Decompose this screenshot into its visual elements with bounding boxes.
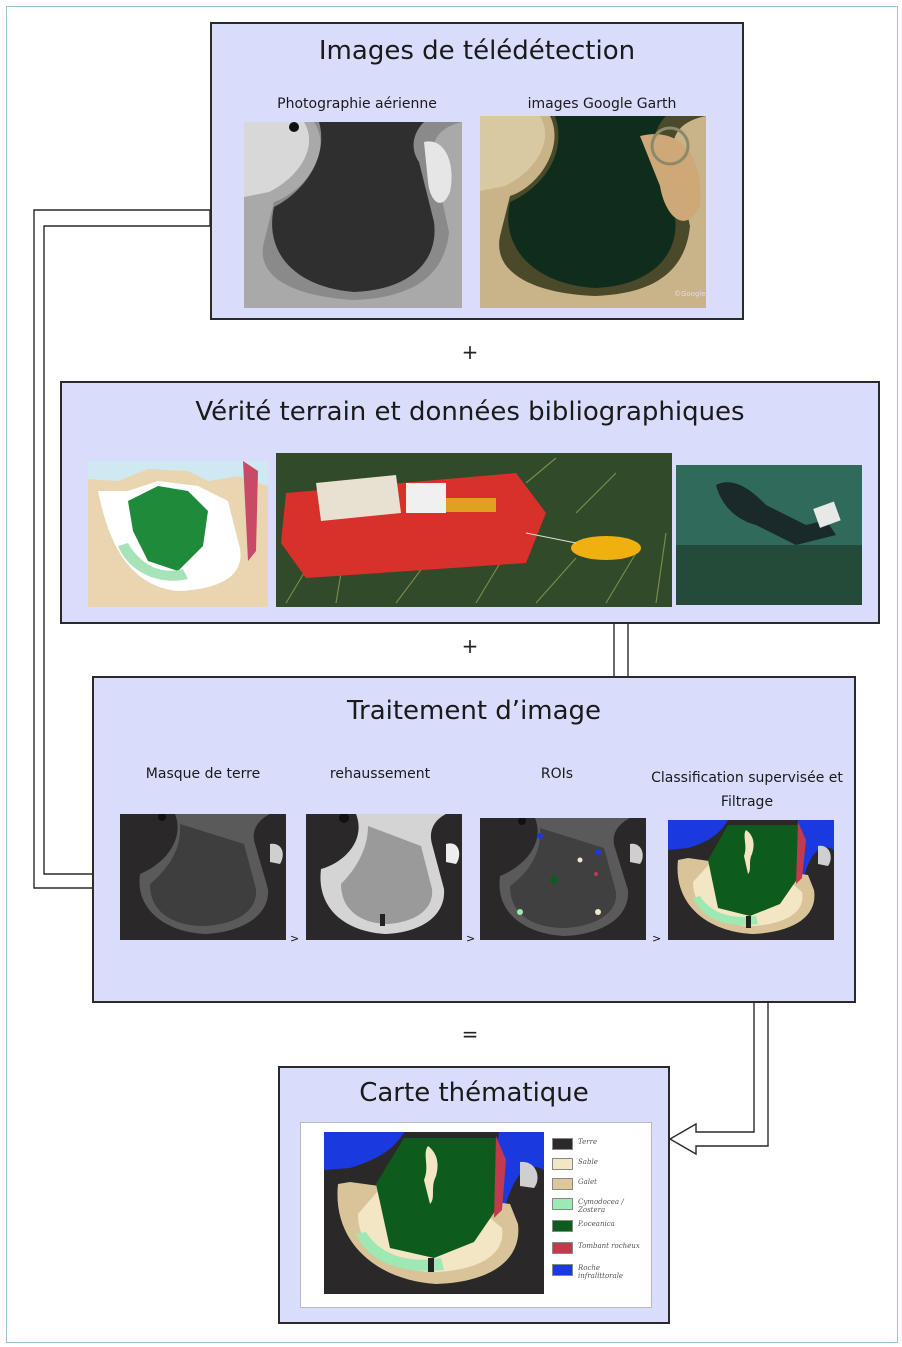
aerial-photo-image xyxy=(244,122,462,308)
google-earth-image xyxy=(480,116,706,308)
field-truth-title: Vérité terrain et données bibliographiqu… xyxy=(62,397,878,427)
enhancement-image xyxy=(306,814,462,940)
thematic-map-title: Carte thématique xyxy=(280,1078,668,1108)
legend-label: P.oceanica xyxy=(578,1220,640,1228)
step-separator-1: > xyxy=(290,932,299,945)
bibliographic-map-image xyxy=(88,461,268,607)
step-label-enhancement: rehaussement xyxy=(300,766,460,782)
legend-label: Terre xyxy=(578,1138,640,1146)
google-watermark: ©Google xyxy=(674,290,706,298)
step-label-classification: Classification supervisée et Filtrage xyxy=(642,766,852,814)
image-processing-box: Traitement d’image Masque de terre rehau… xyxy=(92,676,856,1003)
thematic-map-box: Carte thématique xyxy=(278,1066,670,1324)
diver-image xyxy=(676,465,862,605)
aerial-photo-label: Photographie aérienne xyxy=(252,96,462,112)
legend-label: Tombant rocheux xyxy=(578,1242,640,1250)
legend-label: Galet xyxy=(578,1178,640,1186)
survey-raft-image xyxy=(276,453,672,607)
step-separator-2: > xyxy=(466,932,475,945)
field-truth-box: Vérité terrain et données bibliographiqu… xyxy=(60,381,880,624)
legend-swatch xyxy=(552,1242,573,1254)
step-label-rois: ROIs xyxy=(474,766,640,782)
legend-swatch xyxy=(552,1138,573,1150)
equals-sign: = xyxy=(455,1022,485,1046)
remote-sensing-title: Images de télédétection xyxy=(212,36,742,66)
legend-swatch xyxy=(552,1264,573,1276)
remote-sensing-box: Images de télédétection Photographie aér… xyxy=(210,22,744,320)
plus-sign-1: + xyxy=(455,340,485,364)
land-mask-image xyxy=(120,814,286,940)
legend-label: Cymodocea / Zostera xyxy=(578,1198,640,1214)
step-separator-3: > xyxy=(652,932,661,945)
thematic-map-image xyxy=(324,1132,544,1294)
rois-image xyxy=(480,818,646,940)
legend-swatch xyxy=(552,1220,573,1232)
legend-swatch xyxy=(552,1178,573,1190)
step-label-land-mask: Masque de terre xyxy=(120,766,286,782)
legend-swatch xyxy=(552,1158,573,1170)
google-earth-label: images Google Garth xyxy=(482,96,722,112)
classification-image xyxy=(668,820,834,940)
legend-label: Roche infralittorale xyxy=(578,1264,640,1280)
legend-swatch xyxy=(552,1198,573,1210)
legend-label: Sable xyxy=(578,1158,640,1166)
plus-sign-2: + xyxy=(455,634,485,658)
image-processing-title: Traitement d’image xyxy=(94,696,854,726)
